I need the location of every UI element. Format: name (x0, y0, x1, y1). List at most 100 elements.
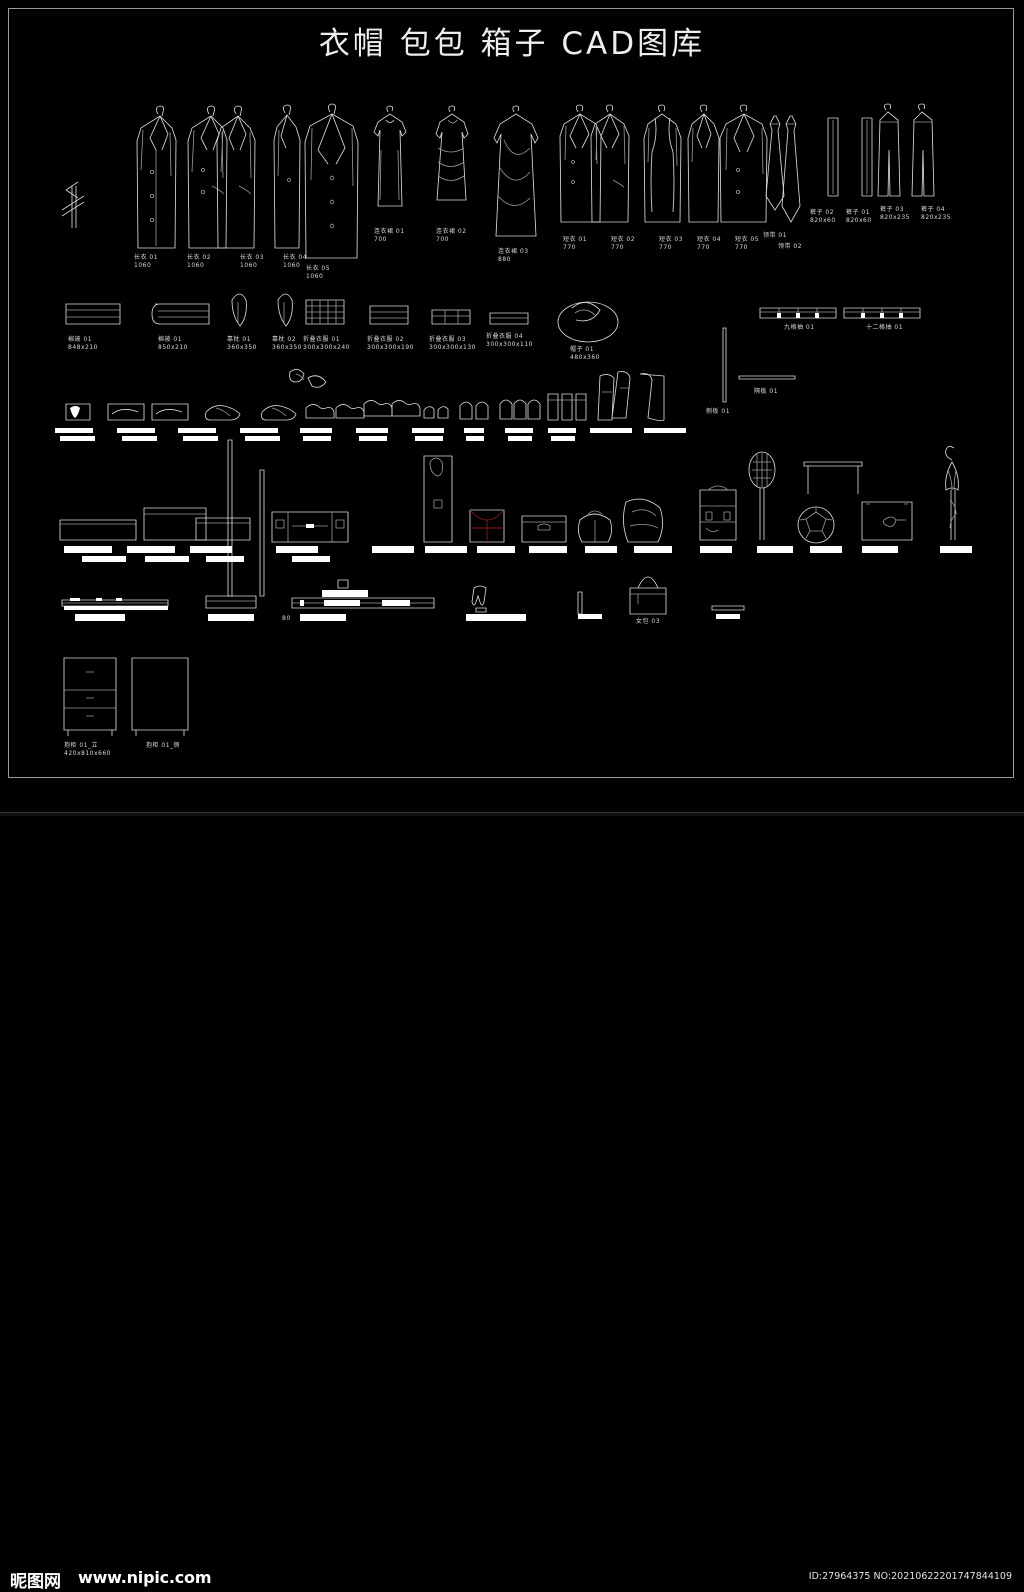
micro-label-bar (64, 606, 168, 610)
upright-suitcase-01 (424, 456, 452, 542)
micro-label-bar (412, 428, 444, 433)
soccer-ball-01 (798, 507, 834, 543)
briefcase-01 (522, 516, 566, 542)
laptop-case-01 (862, 502, 912, 540)
handbag-03 (630, 577, 666, 614)
hat-01 (558, 302, 618, 342)
hanger-icon-group (62, 182, 84, 228)
micro-label-bar (145, 556, 189, 562)
table-01 (804, 462, 862, 494)
twelve-grid-drawer-01 (844, 308, 920, 318)
long-coat-04 (274, 105, 300, 248)
backpack-01 (700, 486, 736, 540)
long-coat-01 (137, 106, 176, 248)
leather-bag-01 (623, 499, 662, 542)
micro-label-bar (303, 436, 331, 441)
long-coat-02 (188, 106, 227, 248)
cushion-01 (232, 294, 246, 326)
trousers-03 (878, 104, 900, 196)
micro-label-bar (466, 614, 526, 621)
site-url[interactable]: www.nipic.com (78, 1568, 212, 1587)
micro-label-bar (548, 428, 576, 433)
micro-label-bar (359, 436, 387, 441)
micro-label-bar (644, 428, 686, 433)
micro-label-bar (75, 614, 125, 621)
dress-01 (374, 106, 406, 206)
footer-bar: 昵图网 www.nipic.com ID:27964375 NO:2021062… (0, 779, 1024, 1592)
trousers-04 (912, 104, 934, 196)
long-coat-03 (217, 106, 255, 248)
cabinet-front-01 (64, 658, 116, 736)
tie-01 (766, 116, 784, 210)
micro-label-bar (810, 546, 842, 553)
caption-nine-grid-drawer: 九格抽 01 (784, 324, 815, 331)
long-coat-05 (305, 104, 358, 258)
folded-clothes-01 (306, 300, 344, 324)
cushion-02 (278, 294, 292, 326)
micro-label-bar (300, 428, 332, 433)
micro-label-bar (466, 436, 484, 441)
micro-label-bar (206, 556, 244, 562)
side-panel-01 (723, 328, 726, 402)
micro-label-bar (940, 546, 972, 553)
caption-tie-01: 领带 01 (763, 232, 788, 239)
micro-label-bar (425, 546, 467, 553)
shelf-box-01 (60, 520, 136, 540)
quilt-01 (66, 304, 120, 324)
micro-label-bar (372, 546, 414, 553)
micro-label-bar (505, 428, 533, 433)
shelf-panel-01 (739, 376, 795, 379)
micro-label-bar (300, 614, 346, 621)
duffel-bag-01 (578, 511, 611, 542)
shelf-box-02 (144, 508, 206, 540)
micro-label-bar (127, 546, 175, 553)
short-coat-01 (560, 105, 601, 222)
caption-tie-02: 领带 02 (778, 243, 803, 250)
page-border (8, 8, 1014, 778)
micro-label-bar (477, 546, 515, 553)
cabinet-side-01 (132, 658, 188, 736)
short-coat-05 (720, 105, 767, 222)
trousers-02 (828, 118, 838, 196)
vertical-panel-02 (260, 470, 264, 596)
site-logo: 昵图网 (10, 1572, 61, 1592)
micro-label-bar (245, 436, 280, 441)
micro-label-bar (292, 556, 330, 562)
shoe-row-icons (66, 372, 664, 421)
cad-drawing-layer (0, 0, 1024, 815)
micro-label-bar (356, 428, 388, 433)
dress-02 (436, 106, 468, 200)
micro-label-bar (60, 436, 95, 441)
short-coat-03 (644, 105, 681, 222)
tie-02 (782, 116, 800, 222)
micro-label-bar (585, 546, 617, 553)
caption-shelf-panel: 隔板 01 (754, 388, 779, 395)
short-coat-04 (688, 105, 719, 222)
footer-divider (0, 812, 1024, 816)
micro-label-bar (529, 546, 567, 553)
micro-label-bar (415, 436, 443, 441)
nine-grid-drawer-01 (760, 308, 836, 318)
small-accessories (290, 369, 326, 387)
micro-label-bar (716, 614, 740, 619)
badminton-racket-01 (749, 452, 775, 540)
